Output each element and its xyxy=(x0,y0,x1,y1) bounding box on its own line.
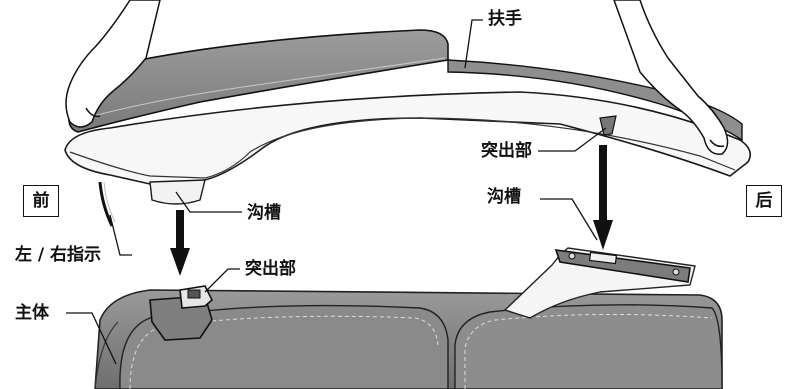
hand-shapes xyxy=(65,0,729,155)
armrest-label: 扶手 xyxy=(488,9,522,29)
leader-lines xyxy=(66,19,607,365)
insertion-arrows xyxy=(170,145,613,276)
rear-indicator-box: 后 xyxy=(746,185,782,217)
main-body-label: 主体 xyxy=(15,303,49,323)
front-bracket-shape xyxy=(149,285,213,341)
groove-front-label: 沟槽 xyxy=(247,203,281,223)
lr-indicator-label: 左 / 右指示 xyxy=(15,245,102,265)
groove-rear-label: 沟槽 xyxy=(487,187,521,207)
protrusion-rear-label: 突出部 xyxy=(481,141,532,161)
front-indicator-box: 前 xyxy=(23,185,59,217)
protrusion-front-label: 突出部 xyxy=(245,259,296,279)
rear-bracket-shape xyxy=(503,247,696,319)
